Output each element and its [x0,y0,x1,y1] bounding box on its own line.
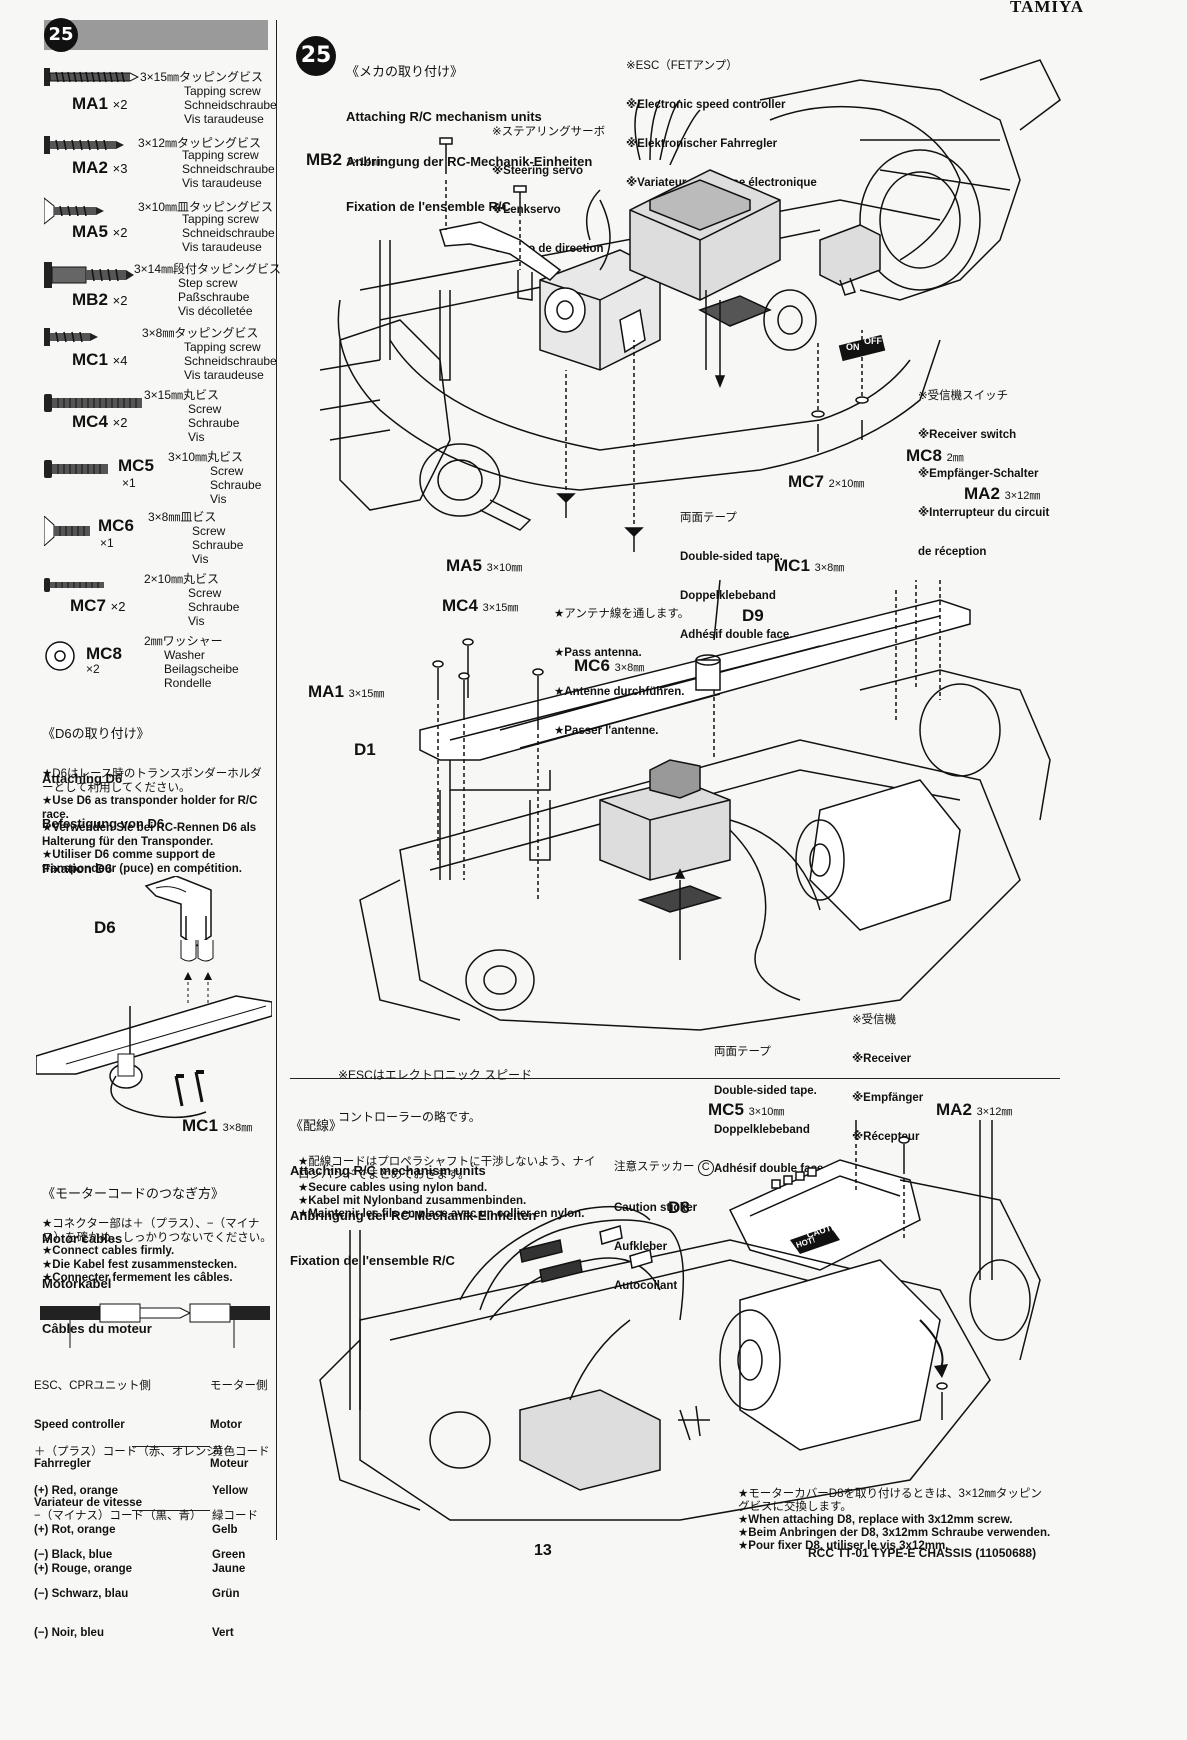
part-spec: 2×10㎜丸ビス [144,572,220,586]
countersunk-tapping-screw-icon [43,196,104,231]
plus-cable-right: 黄色コード Yellow Gelb Jaune [212,1446,270,1575]
part-spec: 3×8㎜タッピングビス [142,326,259,340]
part-qty: ×1 [122,476,136,490]
part-spec: 3×15㎜丸ビス [144,388,220,402]
step-screw-icon [44,262,134,293]
part-qty: ×1 [100,536,114,550]
minus-cable-label: −（マイナス）コード（黒、青） (−) Black, blue (−) Schw… [34,1510,202,1639]
motor-section-title: 《モーターコードのつなぎ方》 Motor cables Motorkabel C… [42,1186,225,1336]
part-code: MC6 [98,516,134,535]
d6-transponder-diagram [36,876,272,1119]
chassis-diagram-wiring [319,1120,1041,1521]
receiver-switch-label: ※受信機スイッチ ※Receiver switch ※Empfänger-Sch… [918,390,1050,558]
callout-d8: D8 [668,1198,690,1217]
washer-icon [44,640,76,677]
motor-connector-diagram [40,1303,270,1348]
callout-ma2-lower: MA2 3×12㎜ [936,1100,1013,1119]
page-number: 13 [534,1542,552,1559]
part-code: MC5 [118,456,154,475]
part-spec: 3×10㎜皿タッピングビス [138,200,274,214]
wiring-note: ★配線コードはプロペラシャフトに干渉しないよう、ナイロンバンドでまとめておきます… [298,1156,596,1220]
minus-cable-right: 緑コード Green Grün Vert [212,1510,258,1639]
d6-screw-label: MC1 3×8㎜ [182,1116,253,1135]
callout-mc5: MC5 3×10㎜ [708,1100,785,1119]
column-divider [276,20,277,1540]
step-badge: 25 [296,36,336,76]
chassis-diagram-middle [359,580,1051,1031]
callout-mc1: MC1 3×8㎜ [774,556,845,575]
countersunk-screw-icon [43,514,92,551]
step-badge-small: 25 [44,18,78,52]
callout-mc8: MC8 2㎜ [906,446,964,465]
motor-note: ★コネクター部は＋（プラス）、−（マイナス）を確かめ、しっかりつないでください。… [42,1218,272,1284]
brand-logo: TAMIYA [1010,0,1085,16]
chassis-diagram-upper [319,59,1061,552]
part-spec: 3×12㎜タッピングビス [138,136,262,150]
switch-off-label: OFF [864,336,882,346]
part-spec: 2㎜ワッシャー [144,634,223,648]
switch-on-label: ON [846,342,860,352]
esc-abbrev-note: ※ESCはエレクトロニック スピード コントローラーの略です。 [338,1068,533,1124]
part-spec: 3×8㎜皿ビス [148,510,217,524]
callout-ma2-upper: MA2 3×12㎜ [964,484,1041,503]
part-spec: 3×14㎜段付タッピングビス [134,262,282,276]
wiring-divider [290,1078,1060,1079]
part-code: MB2 ×2 [72,290,128,309]
d6-part-label: D6 [94,918,116,937]
parts-header-bar [44,20,268,50]
part-spec: 3×10㎜丸ビス [168,450,244,464]
d6-note: ★D6はレース時のトランスポンダーホルダーとして利用してください。 ★Use D… [42,768,262,875]
minus-cable-line [132,1510,210,1511]
part-code: MC8 [86,644,122,663]
tapping-screw-icon [44,326,100,353]
callout-mc4: MC4 3×15㎜ [442,596,519,615]
callout-ma1: MA1 3×15㎜ [308,682,385,701]
part-spec: 3×15㎜タッピングビス [140,70,264,84]
plus-cable-line [132,1446,210,1447]
plus-cable-label: ＋（プラス）コード（赤、オレンジ） (+) Red, orange (+) Ro… [34,1446,230,1575]
esc-side-label: ESC、CPRユニット側 Speed controller Fahrregler… [34,1380,151,1509]
small-screw-icon [44,578,106,597]
part-code: MC4 ×2 [72,412,128,431]
machine-screw-icon [44,458,110,485]
d8-note: ★モーターカバーD8を取り付けるときは、3×12㎜タッピングビスに交換します。 … [738,1488,1051,1552]
wiring-section-title: 《配線》 Attaching R/C mechanism units Anbri… [290,1118,537,1268]
tape-label-upper: 両面テープ Double-sided tape. Doppelklebeband… [680,512,793,641]
motor-side-label: モーター側 Motor Moteur [210,1380,268,1470]
model-footer: RCC TT-01 TYPE-E CHASSIS (11050688) [808,1546,1037,1560]
callout-ma5: MA5 3×10㎜ [446,556,523,575]
antenna-note: ★アンテナ線を通します。 ★Pass antenna. ★Antenne dur… [554,608,690,737]
tapping-screw-icon [44,134,124,161]
d6-section-title: 《D6の取り付け》 Attaching D6 Befestigung von D… [42,726,165,876]
tapping-screw-icon [44,66,140,93]
part-code: MA5 ×2 [72,222,128,241]
callout-mc6: MC6 3×8㎜ [574,656,645,675]
part-code: MA1 ×2 [72,94,128,113]
callout-d9: D9 [742,606,764,625]
machine-screw-icon [44,392,144,419]
part-code: MA2 ×3 [72,158,128,177]
caution-sticker-label: 注意ステッカー C Caution sticker Aufkleber Auto… [614,1134,714,1306]
part-code: MC1 ×4 [72,350,128,369]
callout-mb2: MB2 3×14㎜ [306,150,383,169]
callout-d1: D1 [354,740,376,759]
main-section-title: 《メカの取り付け》 Attaching R/C mechanism units … [346,64,593,214]
part-code: MC7 ×2 [70,596,126,615]
receiver-label: ※受信機 ※Receiver ※Empfänger ※Récepteur [852,1014,924,1143]
part-qty: ×2 [86,662,100,676]
copyright-c-icon: C [697,1160,714,1176]
callout-mc7: MC7 2×10㎜ [788,472,865,491]
